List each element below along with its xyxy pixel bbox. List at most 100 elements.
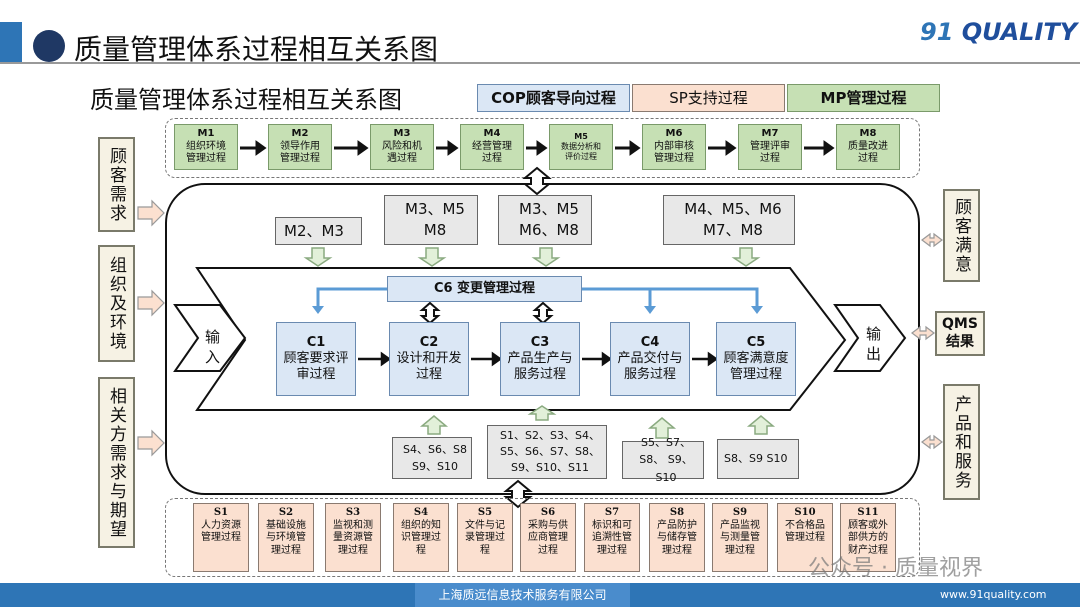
- input-organization-context: 组织及环境: [98, 245, 135, 362]
- c6-flow-arrow-right: [582, 287, 759, 308]
- process-id: S6: [540, 507, 556, 518]
- process-id: S8: [669, 507, 685, 518]
- process-name: 文件与记录管理过程: [465, 519, 505, 556]
- process-name: 数据分析和评价过程: [561, 142, 601, 161]
- process-name: 组织的知识管理过程: [401, 519, 441, 556]
- m-ref-2: M3、M5 M8: [384, 195, 478, 245]
- s-ref-1: S4、S6、S8 S9、S10: [392, 437, 472, 479]
- header-bullet: [33, 30, 65, 62]
- footer-url[interactable]: www.91quality.com: [940, 588, 1047, 601]
- process-id: M2: [291, 128, 309, 140]
- m-flow-arrow: [240, 140, 267, 156]
- double-arrows: [419, 166, 554, 509]
- process-id: S3: [345, 507, 361, 518]
- logo: 91 QUALITY: [920, 18, 1078, 46]
- input-interested-parties: 相关方需求与期望: [98, 377, 135, 548]
- m-ref-1: M2、M3: [275, 217, 362, 245]
- input-chevron: [173, 304, 247, 372]
- input-label: 输入: [205, 328, 221, 366]
- process-id: M1: [197, 128, 215, 140]
- process-name: 组织环境管理过程: [186, 140, 226, 165]
- m-flow-arrow: [615, 140, 641, 156]
- c6-flow-arrow-left: [316, 287, 387, 308]
- process-name: 管理评审过程: [750, 140, 790, 165]
- watermark: 公众号 · 质量视界: [808, 556, 983, 581]
- side-arrows: [137, 199, 943, 457]
- process-id: C3: [530, 334, 550, 350]
- m-flow-arrow: [436, 140, 459, 156]
- m-flow-arrow: [804, 140, 835, 156]
- process-id: M3: [393, 128, 411, 140]
- process-name: 内部审核管理过程: [654, 140, 694, 165]
- m-flow-arrow: [708, 140, 737, 156]
- process-id: M8: [859, 128, 877, 140]
- m-ref-3: M3、M5 M6、M8: [498, 195, 592, 245]
- m-flow-arrow: [526, 140, 548, 156]
- m-ref-4: M4、M5、M6 M7、M8: [663, 195, 795, 245]
- process-name: 领导作用管理过程: [280, 140, 320, 165]
- process-id: M5: [574, 132, 588, 141]
- process-name: 设计和开发过程: [396, 350, 462, 383]
- process-id: S9: [732, 507, 748, 518]
- diagram-subtitle: 质量管理体系过程相互关系图: [90, 86, 402, 114]
- output-products-services: 产品和服务: [943, 384, 980, 500]
- output-label: 输出: [866, 325, 882, 363]
- process-name: 标识和可追溯性管理过程: [592, 519, 632, 556]
- page-title: 质量管理体系过程相互关系图: [74, 33, 439, 66]
- process-id: S1: [213, 507, 229, 518]
- header-accent-bar: [0, 22, 22, 62]
- legend-sp: SP支持过程: [632, 84, 785, 112]
- process-name: 风险和机遇过程: [382, 140, 422, 165]
- sp-container: [165, 498, 920, 577]
- process-name: 监视和测量资源管理过程: [333, 519, 373, 556]
- process-name: 基础设施与环境管理过程: [266, 519, 306, 556]
- m-flow-arrow: [334, 140, 369, 156]
- input-customer-requirements: 顾客需求: [98, 137, 135, 232]
- output-chevron: [833, 304, 907, 372]
- process-name: 顾客满意度管理过程: [723, 350, 789, 383]
- process-id: S10: [794, 507, 816, 518]
- legend-mp: MP管理过程: [787, 84, 940, 112]
- process-name: 产品生产与服务过程: [507, 350, 573, 383]
- up-down-arrows: [303, 247, 776, 439]
- process-name: 产品监视与测量管理过程: [720, 519, 760, 556]
- process-id: S4: [413, 507, 429, 518]
- process-id: C1: [306, 334, 326, 350]
- process-id: S11: [857, 507, 879, 518]
- c-flow-arrows: [358, 351, 719, 367]
- process-name: 人力资源管理过程: [201, 519, 241, 544]
- process-id: M6: [665, 128, 683, 140]
- s-ref-3: S5、S7、S8、 S9、S10: [622, 436, 704, 484]
- header-divider: [0, 62, 1080, 64]
- process-id: S7: [604, 507, 620, 518]
- process-id: C5: [746, 334, 766, 350]
- s-ref-4: S8、S9 S10: [717, 439, 799, 479]
- legend-cop: COP顾客导向过程: [477, 84, 630, 112]
- process-id: M4: [483, 128, 501, 140]
- output-qms-results: QMS结果: [935, 311, 985, 356]
- output-customer-satisfaction: 顾客满意: [943, 189, 980, 282]
- process-id: M7: [761, 128, 779, 140]
- c6-change-process: C6 变更管理过程: [387, 276, 582, 302]
- process-name: 质量改进过程: [848, 140, 888, 165]
- process-name: 产品防护与储存管理过程: [657, 519, 697, 556]
- process-name: 产品交付与服务过程: [617, 350, 683, 383]
- process-name: 顾客要求评审过程: [283, 350, 349, 383]
